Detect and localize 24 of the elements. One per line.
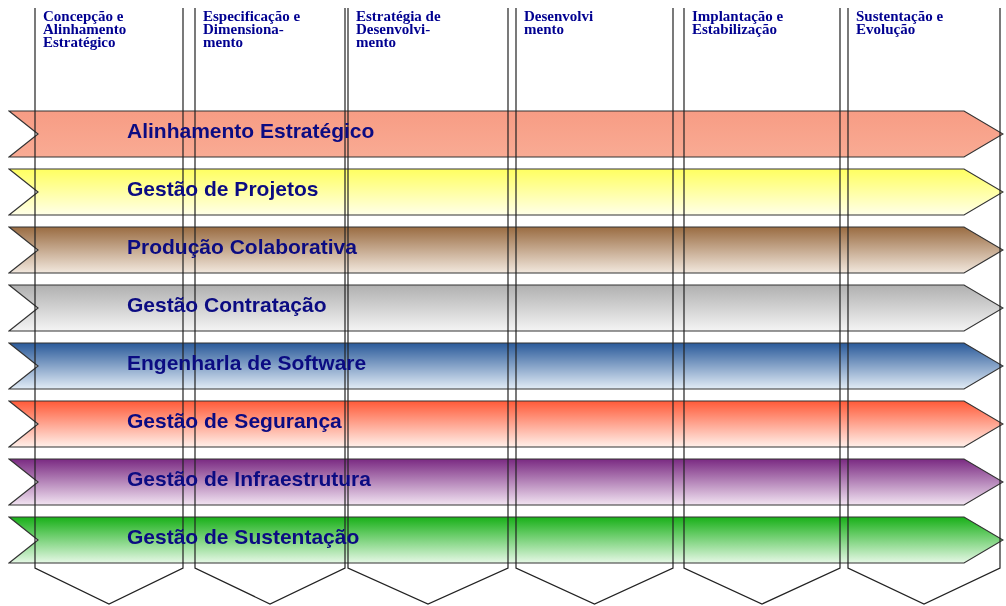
- phase-header: Desenvolvi mento: [524, 10, 595, 36]
- lane-label: Gestão de Projetos: [127, 177, 319, 201]
- phase-header: Estratégia de Desenvolvi- mento: [356, 10, 442, 49]
- swimlane-arrow: [8, 342, 1004, 390]
- phase-column: [684, 8, 840, 606]
- swimlane-arrow: [8, 226, 1004, 274]
- phase-header: Sustentação e Evolução: [856, 10, 945, 36]
- phase-header: Implantação e Estabilização: [692, 10, 785, 36]
- lane-label: Gestão de Sustentação: [127, 525, 360, 549]
- lane-label: Gestão de Segurança: [127, 409, 342, 433]
- phase-header: Concepção e Alinhamento Estratégico: [43, 10, 128, 49]
- swimlane-arrow: [8, 516, 1004, 564]
- phase-column: [848, 8, 1000, 606]
- lane-label: Produção Colaborativa: [127, 235, 357, 259]
- swimlane-arrow: [8, 110, 1004, 158]
- swimlane-arrow: [8, 284, 1004, 332]
- phase-header: Especificação e Dimensiona- mento: [203, 10, 302, 49]
- swimlane-arrow: [8, 400, 1004, 448]
- lane-label: Gestão de Infraestrutura: [127, 467, 371, 491]
- lane-label: Alinhamento Estratégico: [127, 119, 375, 143]
- swimlane-arrow: [8, 168, 1004, 216]
- phase-column: [516, 8, 673, 606]
- lane-label: Gestão Contratação: [127, 293, 327, 317]
- swimlane-arrow: [8, 458, 1004, 506]
